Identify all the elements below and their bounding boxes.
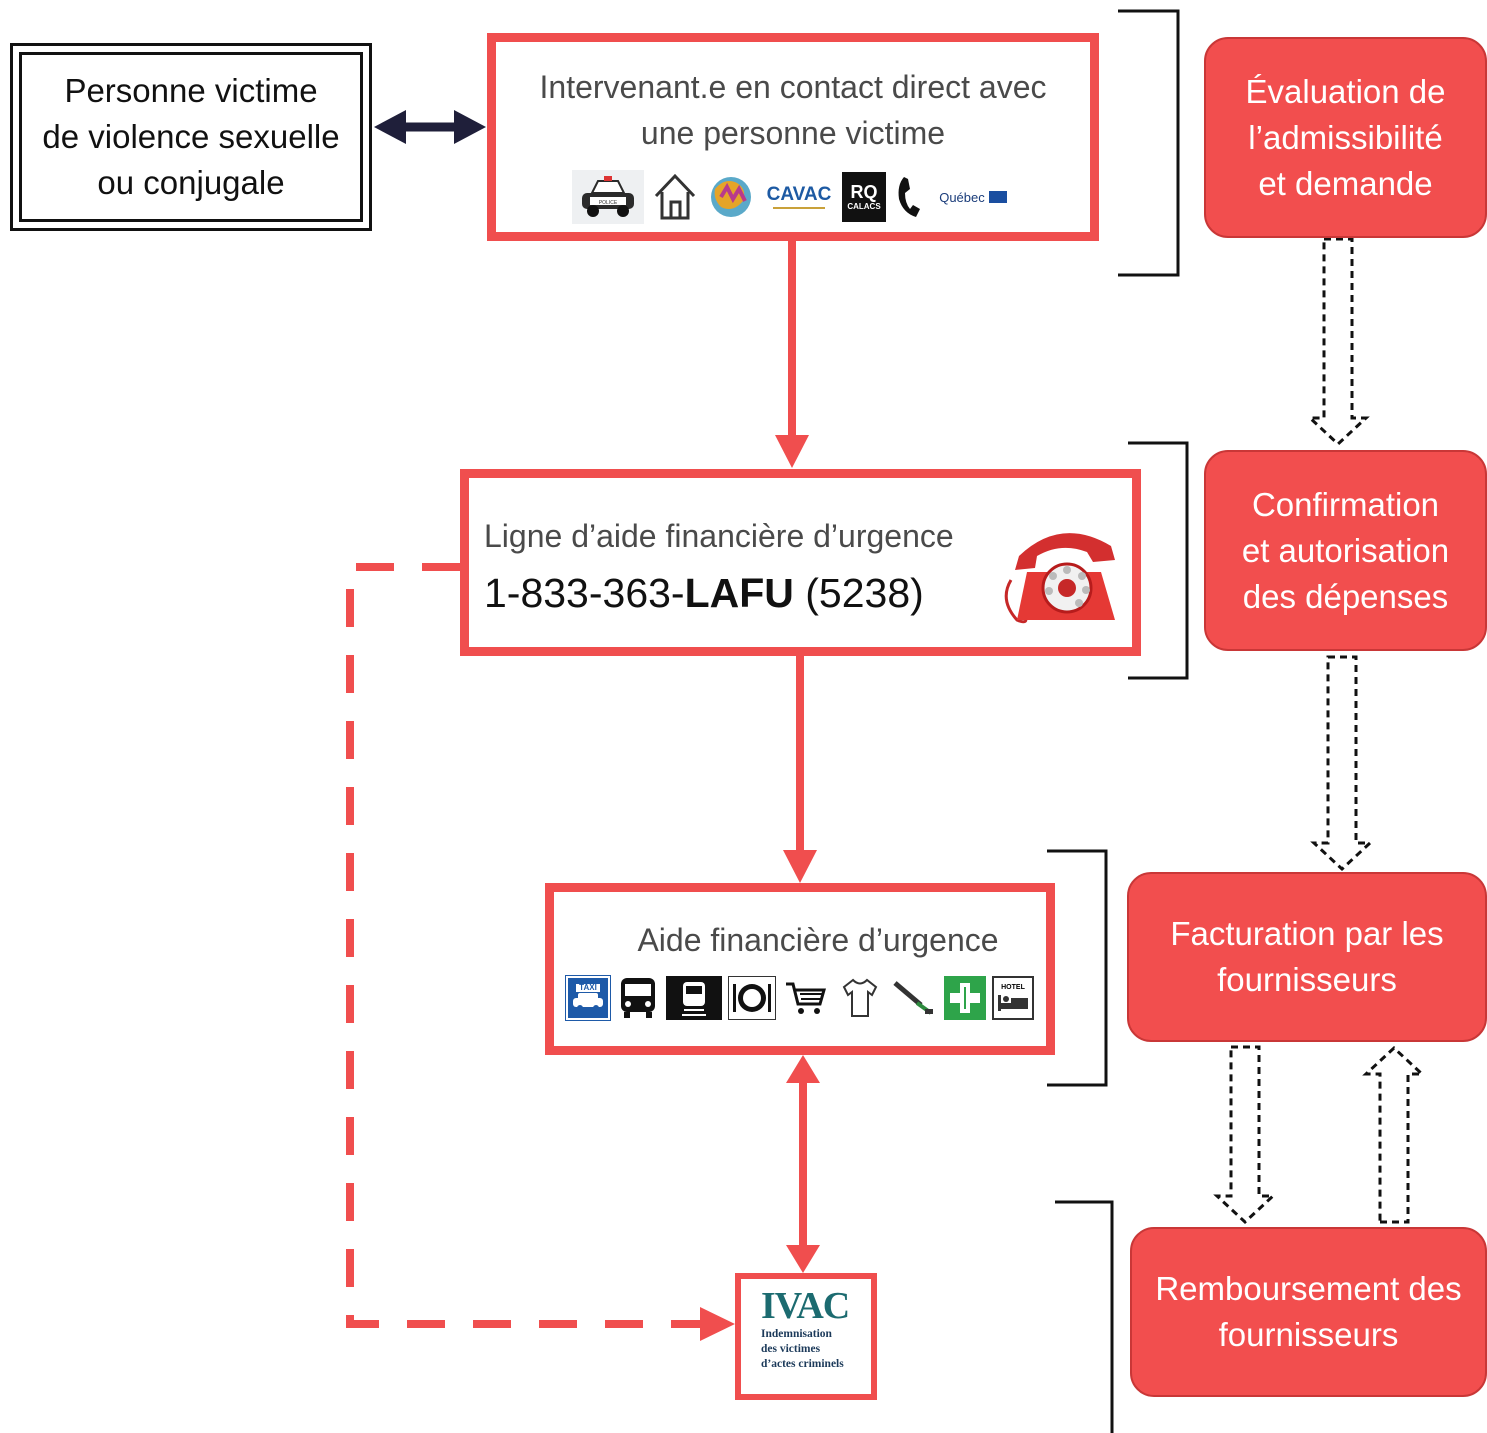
- taxi-label: TAXI: [576, 984, 600, 992]
- intervenant-box: Intervenant.e en contact direct avec une…: [487, 33, 1099, 241]
- help-line-box: Ligne d’aide financière d’urgence 1-833-…: [460, 469, 1141, 656]
- hollow-arrow-phase-2-to-3: [1310, 655, 1374, 872]
- bracket-phase-2: [1128, 441, 1189, 680]
- phone-suffix: (5238): [793, 570, 924, 616]
- phase-line: Évaluation de: [1245, 72, 1446, 110]
- flow-arrow-to-aid: [783, 656, 817, 883]
- emergency-aid-box: Aide financière d’urgence TAXI HOTEL: [545, 883, 1055, 1055]
- aid-ivac-double-arrow: [786, 1055, 820, 1273]
- phase-line: et demande: [1258, 164, 1433, 202]
- dashed-path-help-line-to-ivac: [346, 563, 735, 1341]
- victim-intervenant-arrow: [374, 110, 486, 144]
- meal-icon: [728, 976, 776, 1020]
- phase-line: Facturation par les: [1170, 915, 1444, 952]
- aid-icon-row: TAXI HOTEL: [554, 975, 1046, 1021]
- cavac-logo: CAVAC: [764, 170, 834, 224]
- phase-line: Confirmation: [1251, 485, 1440, 523]
- phone-letters: LAFU: [684, 570, 794, 616]
- telephone-icon: [894, 170, 924, 224]
- victim-label: Personne victime de violence sexuelle ou…: [19, 52, 363, 222]
- bracket-phase-4: [1055, 1200, 1114, 1433]
- phase-reimbursement: Remboursement des fournisseurs: [1130, 1227, 1487, 1397]
- victim-line: de violence sexuelle: [42, 118, 340, 155]
- rq-calacs-logo: RQ CALACS: [842, 172, 886, 222]
- victim-line: Personne victime: [64, 72, 318, 109]
- red-rotary-phone-icon: [997, 516, 1125, 628]
- hotel-icon: HOTEL: [992, 976, 1034, 1020]
- ivac-subtitle-line: des victimes: [761, 1343, 821, 1355]
- phone-prefix: 1-833-363-: [484, 570, 685, 616]
- phase-line: des dépenses: [1242, 577, 1449, 615]
- intervenant-title-line: une personne victime: [640, 115, 946, 151]
- ivac-subtitle-line: d’actes criminels: [761, 1358, 844, 1370]
- flow-arrow-to-help-line: [775, 241, 809, 468]
- cavac-logo-text: CAVAC: [766, 184, 832, 205]
- help-line-label: Ligne d’aide financière d’urgence: [484, 518, 954, 554]
- bracket-phase-3: [1047, 849, 1108, 1087]
- calacs-logo-text: CALACS: [847, 202, 881, 211]
- police-label: POLICE: [599, 200, 618, 206]
- globe-people-icon: [706, 170, 756, 224]
- phase-confirmation: Confirmation et autorisation des dépense…: [1204, 450, 1487, 651]
- ivac-subtitle: Indemnisation des victimes d’actes crimi…: [761, 1327, 861, 1372]
- hotel-label: HOTEL: [1001, 983, 1025, 991]
- quebec-logo-text: Québec: [939, 189, 985, 205]
- taxi-icon: TAXI: [565, 975, 611, 1021]
- ivac-logo: IVAC: [761, 1285, 850, 1327]
- help-line-phone[interactable]: 1-833-363-LAFU (5238): [484, 570, 924, 617]
- victim-box: Personne victime de violence sexuelle ou…: [10, 43, 372, 231]
- intervenant-logo-row: POLICE CAVAC RQ CALACS: [496, 170, 1090, 224]
- hollow-arrow-phase-4-to-3: [1362, 1045, 1426, 1224]
- train-icon: [666, 976, 722, 1020]
- phase-evaluation: Évaluation de l’admissibilité et demande: [1204, 37, 1487, 238]
- intervenant-title-line: Intervenant.e en contact direct avec: [539, 69, 1047, 105]
- emergency-aid-title: Aide financière d’urgence: [637, 922, 999, 958]
- phase-billing: Facturation par les fournisseurs: [1127, 872, 1487, 1042]
- police-car-icon: POLICE: [572, 170, 644, 224]
- rq-logo-text: RQ: [850, 182, 878, 202]
- phase-line: et autorisation: [1241, 531, 1450, 569]
- house-icon: [652, 170, 698, 224]
- clothing-icon: [836, 976, 884, 1020]
- hollow-arrow-phase-3-to-4: [1213, 1045, 1277, 1225]
- bracket-phase-1: [1118, 9, 1180, 277]
- bus-icon: [616, 976, 660, 1020]
- ivac-subtitle-line: Indemnisation: [761, 1328, 832, 1340]
- victim-line: ou conjugale: [97, 164, 285, 201]
- hollow-arrow-phase-1-to-2: [1306, 237, 1370, 447]
- intervenant-title: Intervenant.e en contact direct avec une…: [496, 64, 1090, 156]
- ivac-box: IVAC Indemnisation des victimes d’actes …: [735, 1273, 877, 1400]
- phase-line: l’admissibilité: [1248, 118, 1443, 156]
- quebec-logo: Québec: [932, 170, 1014, 224]
- cart-icon: [782, 976, 830, 1020]
- phase-line: fournisseurs: [1217, 961, 1397, 998]
- phase-line: Remboursement des: [1155, 1270, 1462, 1307]
- pharmacy-icon: [944, 976, 986, 1020]
- phase-line: fournisseurs: [1218, 1316, 1399, 1353]
- toothbrush-icon: [890, 976, 938, 1020]
